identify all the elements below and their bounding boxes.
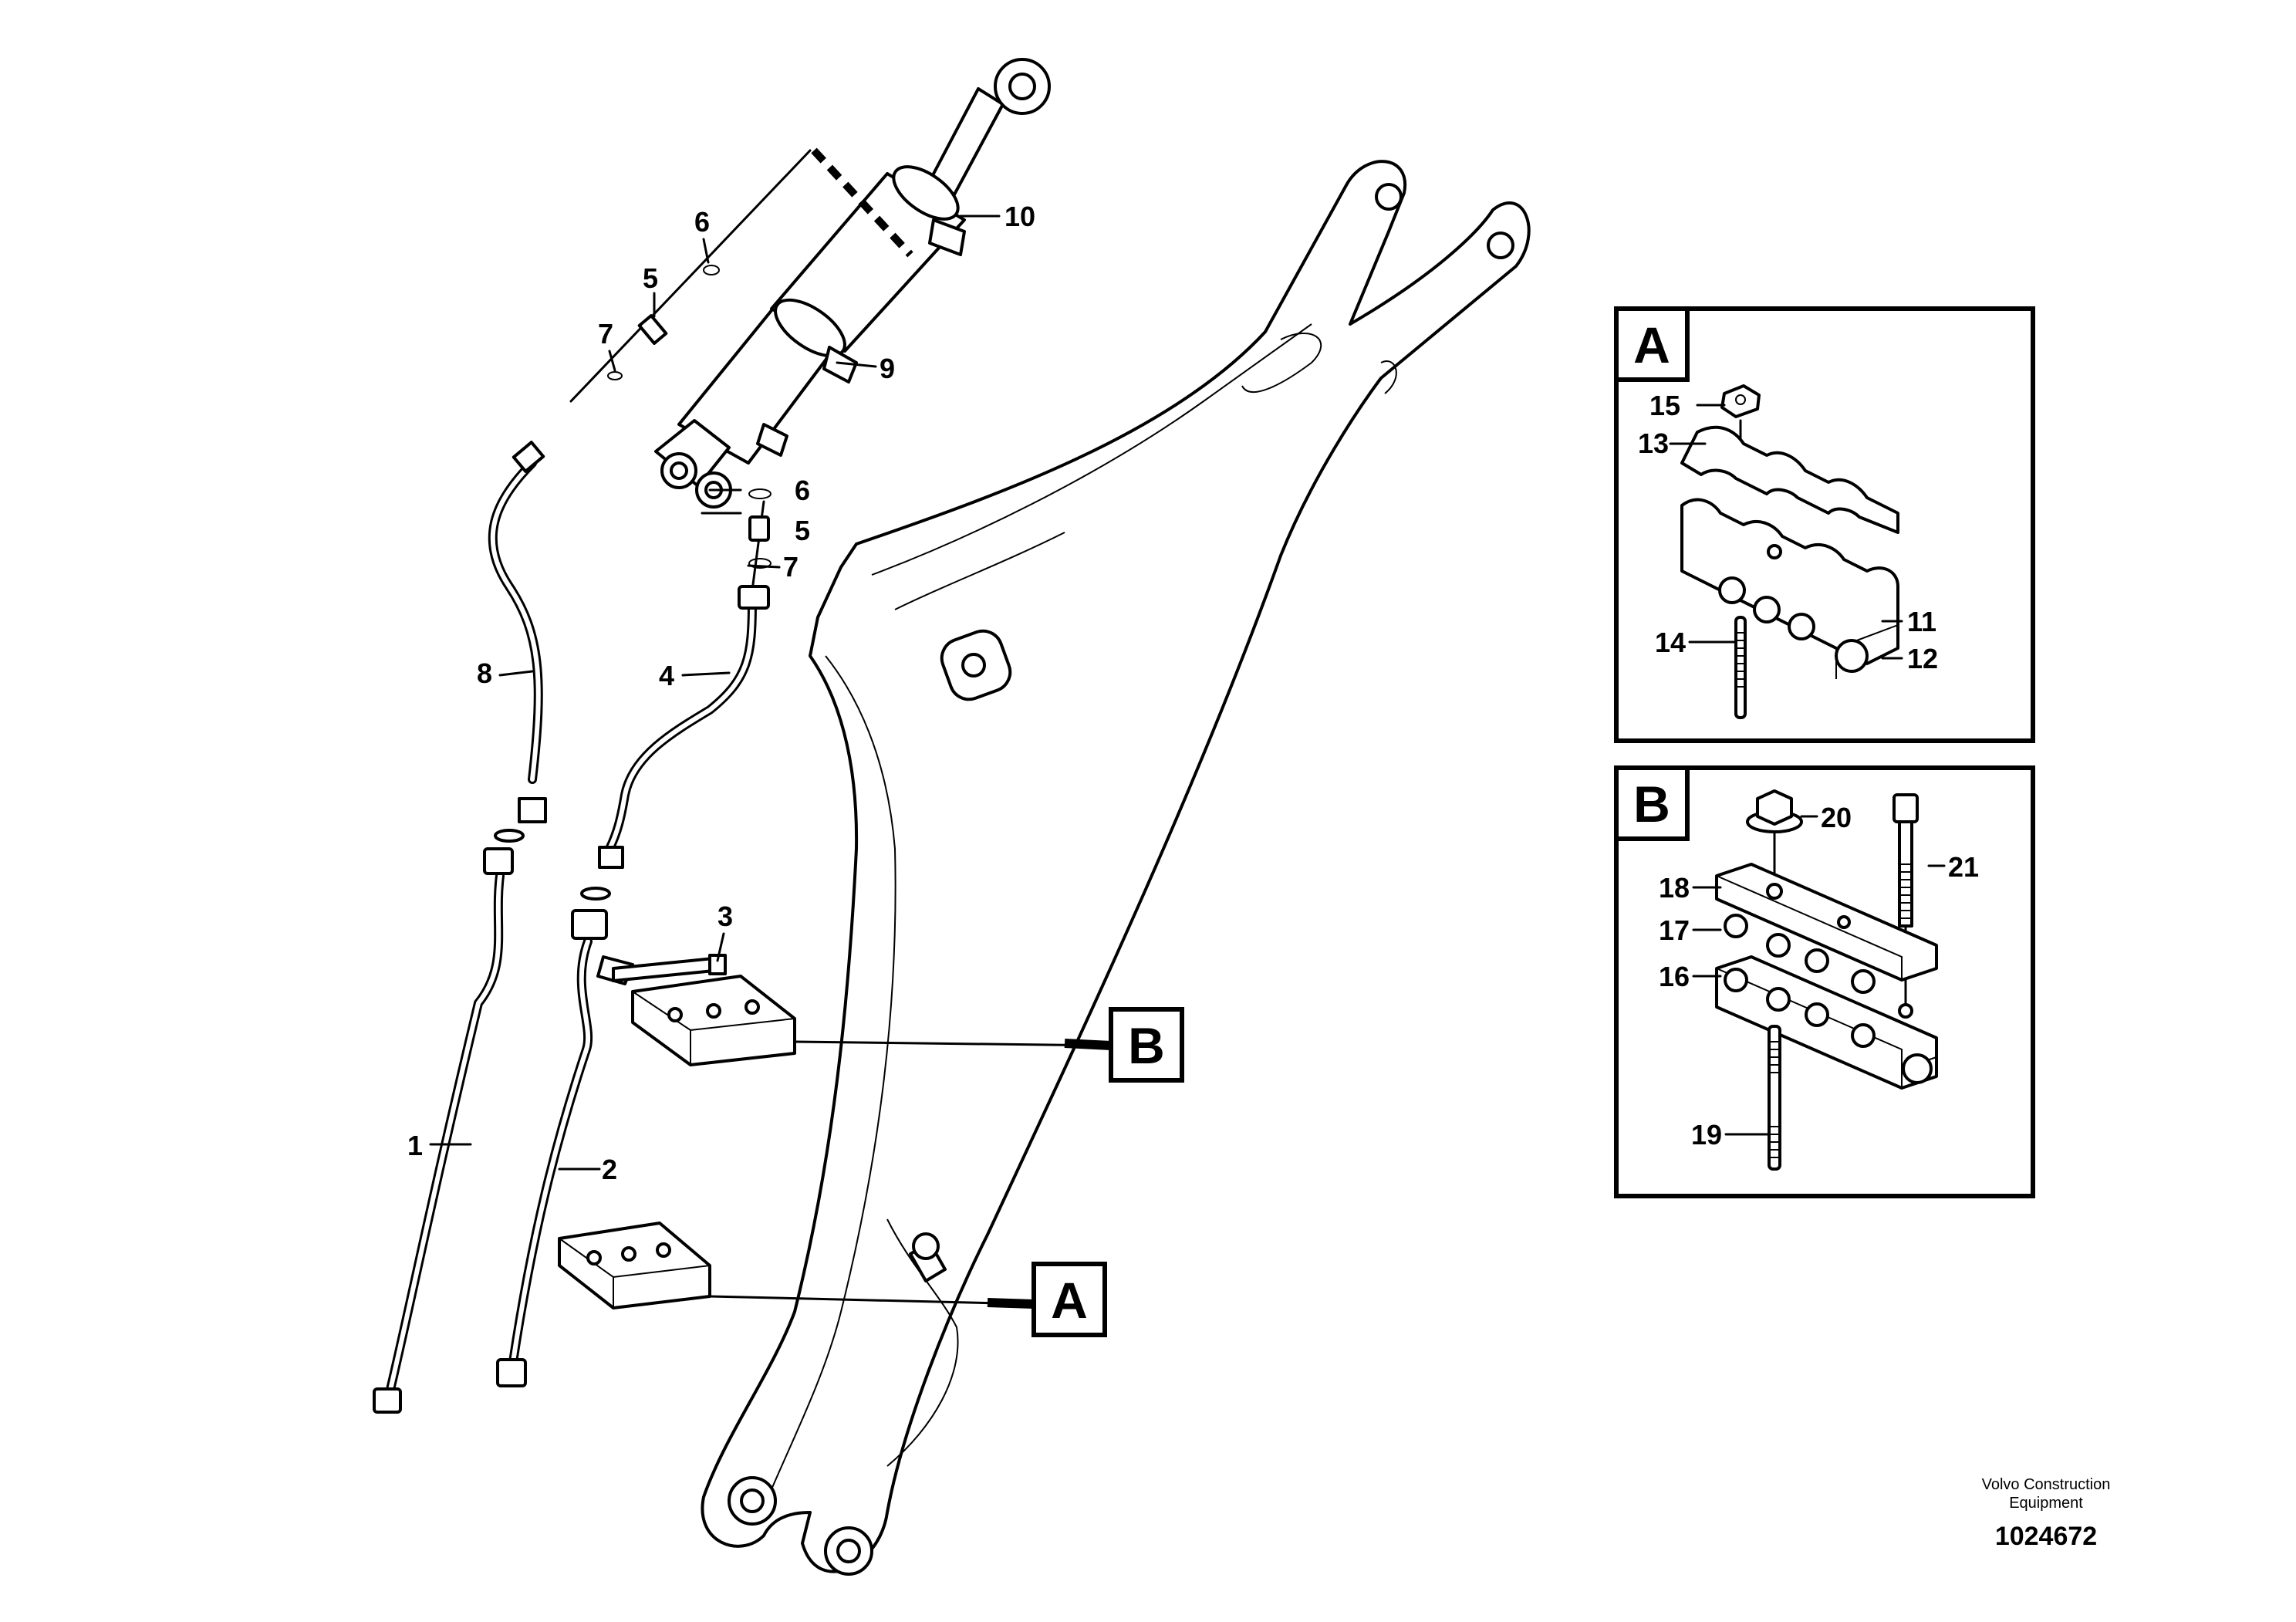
callout-4: 4 <box>659 660 674 691</box>
hydraulic-cylinder <box>654 58 1051 509</box>
svg-text:A: A <box>1051 1272 1088 1329</box>
callout-6-lower: 6 <box>795 475 810 506</box>
callout-leaders <box>429 215 1001 1171</box>
hose-4 <box>598 500 770 869</box>
svg-text:B: B <box>1128 1017 1165 1074</box>
pipe-1 <box>373 829 525 1414</box>
callout-5-lower: 5 <box>795 515 810 546</box>
detail-box-a: A 15 13 11 12 14 <box>1614 306 2035 743</box>
boom-arm <box>701 160 1531 1576</box>
callout-7-upper: 7 <box>598 318 613 350</box>
bolt-3 <box>612 954 727 982</box>
callout-11: 11 <box>1907 606 1936 637</box>
callout-5-upper: 5 <box>643 262 658 294</box>
hose-8 <box>488 149 812 823</box>
callout-19: 19 <box>1691 1119 1722 1151</box>
callout-15: 15 <box>1649 390 1680 421</box>
clamp-a-main <box>558 1222 711 1309</box>
callout-14: 14 <box>1655 627 1686 658</box>
callout-2: 2 <box>602 1154 617 1185</box>
detail-box-b: B <box>1614 765 2035 1198</box>
footer: Volvo Construction Equipment 1024672 <box>1982 1476 2111 1551</box>
callout-16: 16 <box>1659 961 1690 992</box>
callout-21: 21 <box>1948 851 1979 883</box>
callout-13: 13 <box>1638 427 1669 459</box>
callout-20: 20 <box>1821 802 1852 833</box>
detail-box-b-tag: B <box>1633 776 1670 833</box>
company-name-line2: Equipment <box>2009 1495 2083 1512</box>
callout-8: 8 <box>477 657 492 689</box>
detail-box-a-tag: A <box>1633 316 1670 373</box>
callout-3: 3 <box>718 901 733 932</box>
callout-17: 17 <box>1659 914 1690 946</box>
detail-tag-a-main: A <box>1032 1262 1107 1337</box>
detail-tag-b-main: B <box>1109 1007 1184 1083</box>
callout-10: 10 <box>1004 201 1035 232</box>
fitting-group-upper <box>607 265 720 380</box>
callout-9: 9 <box>880 353 895 384</box>
company-name-line1: Volvo Construction <box>1982 1476 2111 1493</box>
callout-18: 18 <box>1659 872 1690 904</box>
drawing-number: 1024672 <box>1995 1522 2097 1551</box>
pipe-2 <box>496 887 634 1387</box>
clamp-b-main <box>631 975 796 1066</box>
fitting-group-lower <box>748 488 772 569</box>
callout-7-lower: 7 <box>783 551 799 583</box>
callout-12: 12 <box>1907 643 1938 674</box>
callout-1: 1 <box>407 1130 423 1161</box>
callout-6-upper: 6 <box>694 206 710 238</box>
